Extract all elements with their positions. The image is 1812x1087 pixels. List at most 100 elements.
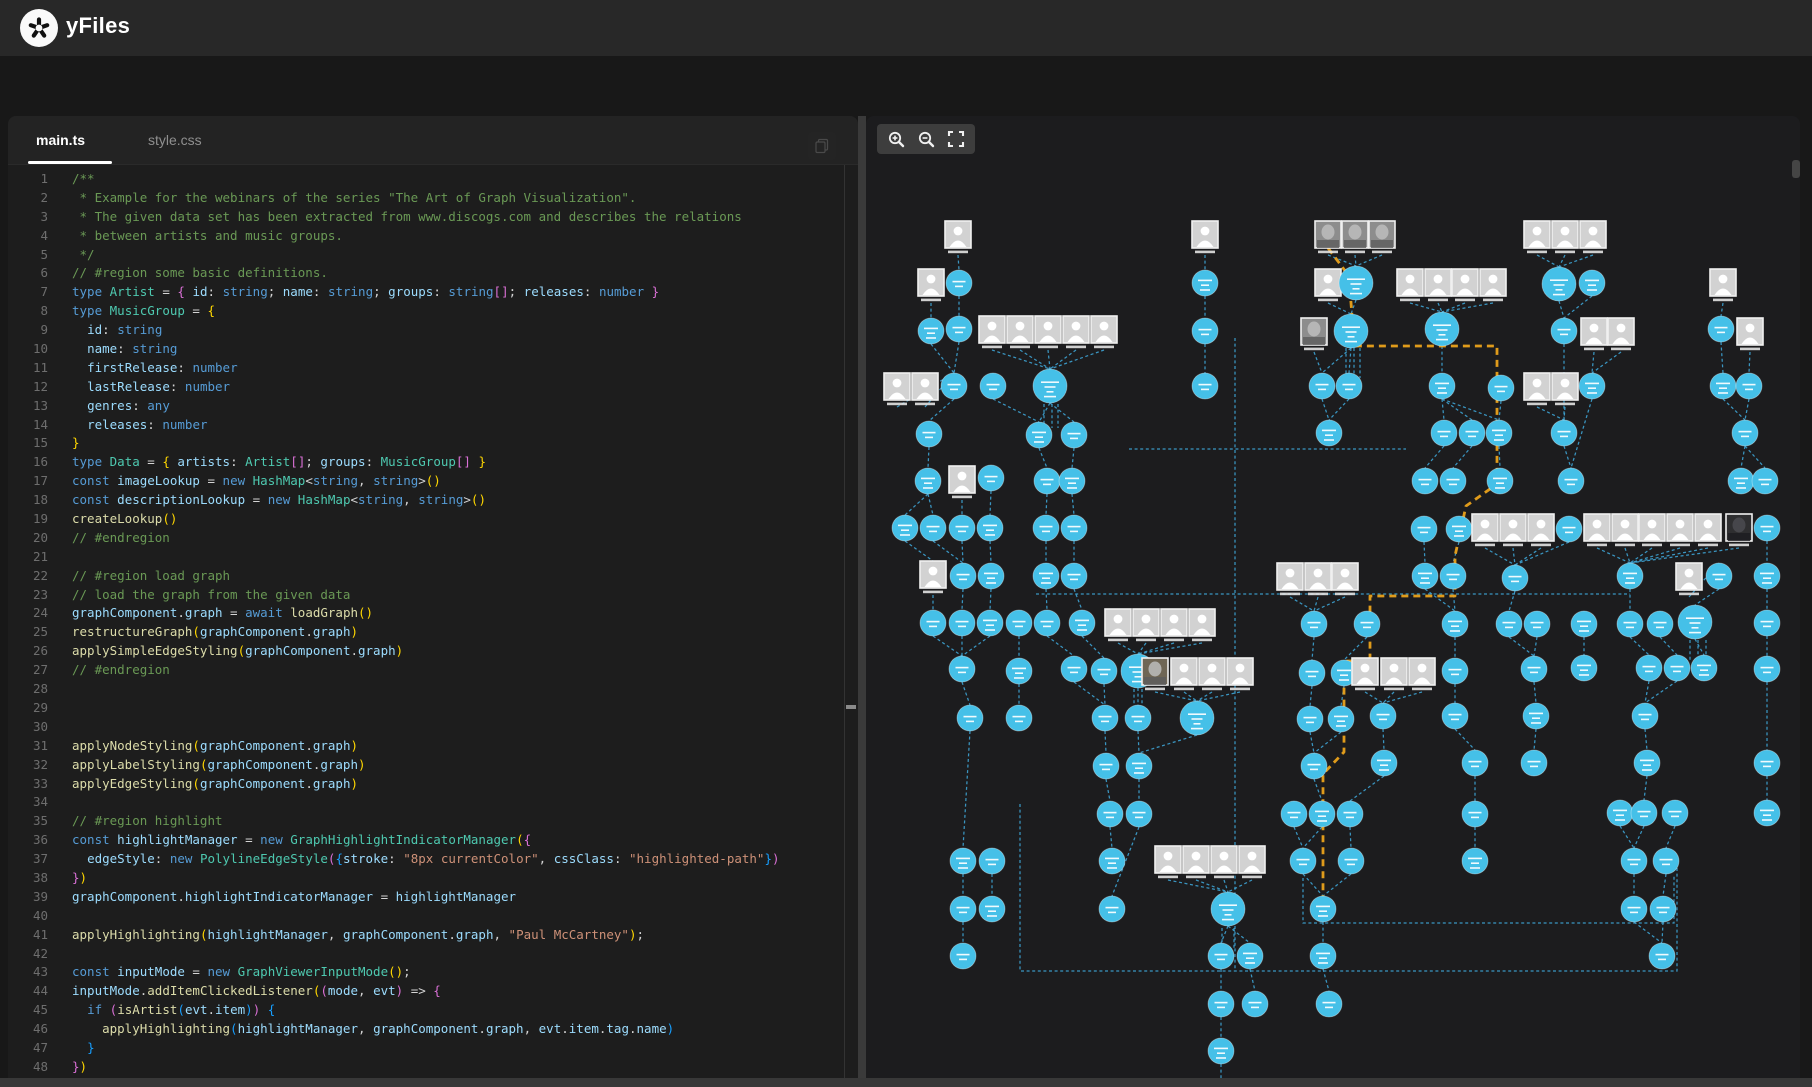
group-node[interactable] [1520, 749, 1548, 777]
group-node[interactable] [1033, 609, 1061, 637]
artist-node[interactable] [1675, 562, 1703, 596]
group-node[interactable] [1333, 313, 1369, 349]
artist-node[interactable] [1104, 608, 1132, 642]
group-node[interactable] [977, 562, 1005, 590]
group-node[interactable] [1058, 467, 1086, 495]
copy-code-button[interactable] [808, 132, 836, 160]
group-node[interactable] [1327, 705, 1355, 733]
group-node[interactable] [949, 562, 977, 590]
zoom-out-button[interactable] [911, 126, 941, 152]
group-node[interactable] [1032, 514, 1060, 542]
artist-node[interactable] [1583, 513, 1611, 547]
group-node[interactable] [1005, 657, 1033, 685]
group-node[interactable] [1060, 562, 1088, 590]
group-node[interactable] [1753, 609, 1781, 637]
group-node[interactable] [1541, 266, 1577, 302]
artist-node[interactable] [1300, 317, 1328, 351]
artist-node[interactable] [1351, 657, 1379, 691]
group-node[interactable] [1709, 372, 1737, 400]
group-node[interactable] [1485, 419, 1513, 447]
group-node[interactable] [917, 317, 945, 345]
group-node[interactable] [1606, 799, 1634, 827]
group-node[interactable] [1060, 514, 1088, 542]
artist-node[interactable] [1368, 220, 1396, 254]
artist-node[interactable] [1611, 513, 1639, 547]
group-node[interactable] [1461, 800, 1489, 828]
artist-node[interactable] [1527, 513, 1555, 547]
group-node[interactable] [1753, 514, 1781, 542]
artist-node[interactable] [1607, 317, 1635, 351]
editor-scrollbar[interactable] [844, 165, 858, 1087]
group-node[interactable] [1370, 749, 1398, 777]
group-node[interactable] [1179, 700, 1215, 736]
artist-node[interactable] [1132, 608, 1160, 642]
group-node[interactable] [1705, 562, 1733, 590]
group-node[interactable] [1033, 467, 1061, 495]
artist-node[interactable] [917, 268, 945, 302]
group-node[interactable] [1068, 609, 1096, 637]
group-node[interactable] [1735, 372, 1763, 400]
panel-splitter[interactable] [858, 116, 866, 1087]
group-node[interactable] [1098, 847, 1126, 875]
group-node[interactable] [1369, 702, 1397, 730]
group-node[interactable] [1663, 654, 1691, 682]
group-node[interactable] [949, 847, 977, 875]
artist-node[interactable] [948, 465, 976, 499]
artist-node[interactable] [1160, 608, 1188, 642]
group-node[interactable] [1445, 515, 1473, 543]
artist-node[interactable] [1141, 657, 1169, 691]
artist-node[interactable] [1471, 513, 1499, 547]
group-node[interactable] [1096, 800, 1124, 828]
group-node[interactable] [919, 609, 947, 637]
group-node[interactable] [1207, 942, 1235, 970]
group-node[interactable] [1495, 610, 1523, 638]
group-node[interactable] [891, 514, 919, 542]
group-node[interactable] [1207, 1037, 1235, 1065]
artist-node[interactable] [1396, 268, 1424, 302]
artist-node[interactable] [1694, 513, 1722, 547]
artist-node[interactable] [1551, 372, 1579, 406]
tab-style-css[interactable]: style.css [148, 132, 202, 148]
artist-node[interactable] [1331, 562, 1359, 596]
group-node[interactable] [949, 895, 977, 923]
group-node[interactable] [1191, 372, 1219, 400]
group-node[interactable] [1753, 562, 1781, 590]
group-node[interactable] [1430, 419, 1458, 447]
group-node[interactable] [1620, 895, 1648, 923]
group-node[interactable] [979, 372, 1007, 400]
group-node[interactable] [940, 372, 968, 400]
group-node[interactable] [1620, 847, 1648, 875]
group-node[interactable] [1098, 895, 1126, 923]
artist-node[interactable] [1006, 315, 1034, 349]
group-node[interactable] [945, 269, 973, 297]
artist-node[interactable] [1341, 220, 1369, 254]
zoom-in-button[interactable] [881, 126, 911, 152]
group-node[interactable] [1555, 515, 1583, 543]
group-node[interactable] [1523, 610, 1551, 638]
group-node[interactable] [1570, 654, 1598, 682]
group-node[interactable] [1522, 702, 1550, 730]
artist-node[interactable] [1062, 315, 1090, 349]
artist-node[interactable] [944, 220, 972, 254]
group-node[interactable] [1633, 749, 1661, 777]
group-node[interactable] [1441, 702, 1469, 730]
artist-node[interactable] [883, 372, 911, 406]
group-node[interactable] [1353, 610, 1381, 638]
artist-node[interactable] [1188, 608, 1216, 642]
fit-content-button[interactable] [941, 126, 971, 152]
artist-node[interactable] [1191, 220, 1219, 254]
group-node[interactable] [1578, 372, 1606, 400]
group-node[interactable] [1005, 609, 1033, 637]
artist-node[interactable] [1380, 657, 1408, 691]
group-node[interactable] [1005, 704, 1033, 732]
group-node[interactable] [1309, 942, 1337, 970]
group-node[interactable] [1441, 610, 1469, 638]
group-node[interactable] [1032, 562, 1060, 590]
group-node[interactable] [1411, 562, 1439, 590]
group-node[interactable] [1060, 421, 1088, 449]
artist-node[interactable] [1725, 513, 1753, 547]
artist-node[interactable] [1479, 268, 1507, 302]
artist-node[interactable] [911, 372, 939, 406]
group-node[interactable] [1439, 467, 1467, 495]
group-node[interactable] [1289, 847, 1317, 875]
